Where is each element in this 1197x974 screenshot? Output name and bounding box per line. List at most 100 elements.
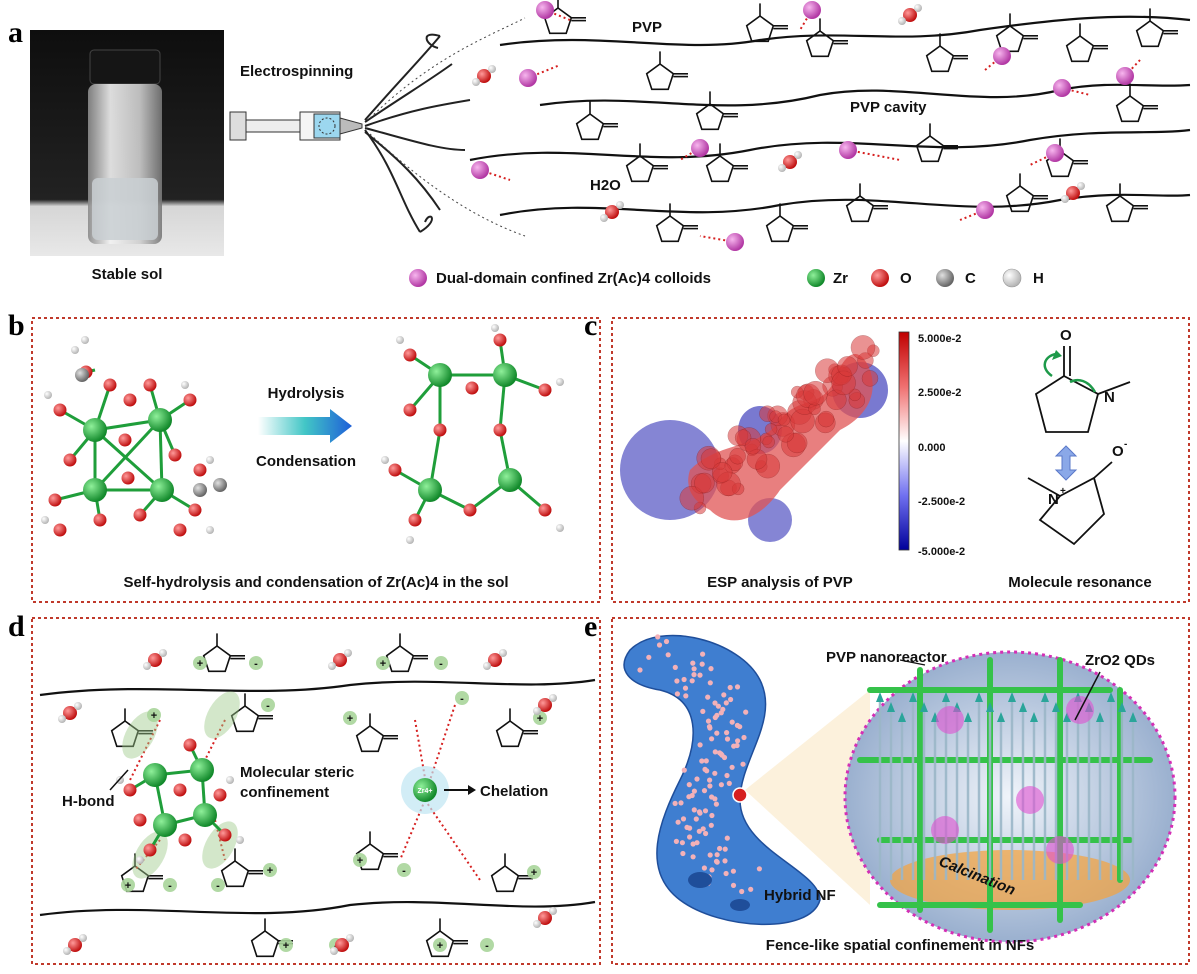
hydrogen-bond bbox=[1124, 59, 1141, 77]
panel-c-frame bbox=[611, 317, 1190, 603]
pyrrolidone-ring bbox=[385, 645, 415, 673]
hydrogen-atom bbox=[556, 524, 564, 532]
oxygen-atom bbox=[168, 448, 182, 462]
water-oxygen bbox=[783, 155, 797, 169]
vial-photo bbox=[30, 30, 224, 256]
nanoreactor-label: PVP nanoreactor bbox=[826, 649, 947, 666]
embedded-particle bbox=[674, 691, 681, 697]
panel-b: b Hydrolysis Condensation Self-hydrolysi… bbox=[8, 309, 601, 603]
embedded-particle bbox=[717, 750, 723, 756]
zr-colloid bbox=[1116, 67, 1134, 85]
water-hydrogen bbox=[778, 164, 786, 172]
embedded-particle bbox=[679, 840, 686, 846]
embedded-particle bbox=[713, 858, 720, 865]
embedded-particle bbox=[703, 830, 709, 837]
water-hydrogen bbox=[74, 702, 82, 710]
pyrrolidone-ring bbox=[1005, 185, 1035, 213]
hydrogen-atom bbox=[41, 516, 49, 524]
embedded-particle bbox=[722, 858, 728, 864]
steric-line-1: Molecular steric bbox=[240, 764, 354, 781]
pillar-cap bbox=[1041, 692, 1049, 702]
pillar-cap bbox=[942, 692, 950, 702]
zr-colloid bbox=[839, 141, 857, 159]
charge-sign: + bbox=[531, 867, 537, 879]
embedded-particle bbox=[702, 808, 709, 814]
zirconium-atom bbox=[493, 363, 517, 387]
pyrrolidone-ring bbox=[355, 725, 385, 753]
resonance-structures bbox=[1027, 346, 1131, 546]
hydrolyzed-zr-cluster bbox=[381, 324, 564, 544]
water-oxygen bbox=[333, 653, 347, 667]
oxygen-atom bbox=[123, 393, 137, 407]
embedded-particle bbox=[718, 710, 724, 716]
water-hydrogen bbox=[159, 649, 167, 657]
oxygen-atom bbox=[53, 523, 67, 537]
embedded-particle bbox=[748, 886, 754, 892]
embedded-particle bbox=[700, 651, 706, 657]
cluster-bond bbox=[93, 418, 162, 492]
hydrogen-atom bbox=[44, 391, 52, 399]
oxygen-atom bbox=[463, 503, 477, 517]
charge-sign: - bbox=[460, 693, 464, 705]
panel-c: c 5.000e-2 2.500e-2 0.000 -2.500e-2 -5.0… bbox=[584, 309, 1190, 603]
oxygen-atom bbox=[493, 423, 507, 437]
legend-colloid-text: Dual-domain confined Zr(Ac)4 colloids bbox=[436, 270, 711, 287]
embedded-particle bbox=[707, 852, 713, 858]
zr-cluster-d bbox=[116, 738, 244, 864]
water-oxygen bbox=[68, 938, 82, 952]
pyrrolidone-ring bbox=[655, 215, 685, 243]
embedded-particle bbox=[689, 678, 695, 684]
charge-badge bbox=[193, 656, 207, 670]
esp-bead bbox=[777, 426, 794, 443]
colorbar-tick-3: 0.000 bbox=[918, 442, 946, 454]
hydrogen-bond bbox=[129, 719, 161, 781]
water-hydrogen bbox=[499, 649, 507, 657]
electrospinning-label: Electrospinning bbox=[240, 63, 353, 80]
water-hydrogen bbox=[344, 649, 352, 657]
carbon-atom bbox=[213, 478, 227, 492]
esp-colorbar bbox=[898, 331, 910, 551]
oxygen-atom bbox=[408, 513, 422, 527]
zirconium-atom bbox=[143, 763, 167, 787]
oxygen-atom bbox=[188, 503, 202, 517]
oxygen-atom bbox=[433, 423, 447, 437]
qds-label: ZrO2 QDs bbox=[1085, 652, 1155, 669]
charge-sign: + bbox=[197, 658, 203, 670]
hydrogen-atom bbox=[226, 776, 234, 784]
hydrogen-atom bbox=[381, 456, 389, 464]
embedded-particle bbox=[724, 736, 731, 742]
stable-sol-caption: Stable sol bbox=[92, 266, 163, 283]
colorbar-tick-2: 2.500e-2 bbox=[918, 387, 961, 399]
resonance-double-arrow-icon bbox=[1054, 445, 1078, 481]
esp-bead bbox=[764, 423, 778, 436]
embedded-particle bbox=[714, 730, 720, 736]
zr-colloid bbox=[803, 1, 821, 19]
charge-sign: + bbox=[537, 713, 543, 725]
charge-sign: - bbox=[266, 700, 270, 712]
colorbar-ticks: 5.000e-2 2.500e-2 0.000 -2.500e-2 -5.000… bbox=[918, 333, 965, 558]
embedded-particle bbox=[712, 749, 718, 755]
embedded-particle bbox=[681, 676, 687, 683]
pvp-chains-d bbox=[39, 678, 596, 917]
panel-b-frame bbox=[31, 317, 601, 603]
zr-acetate-cluster bbox=[41, 336, 227, 537]
embedded-particle bbox=[712, 700, 718, 706]
panel-d-frame bbox=[31, 617, 601, 965]
water-hydrogen bbox=[1061, 195, 1069, 203]
colorbar-tick-5: -5.000e-2 bbox=[918, 546, 965, 558]
zro2-quantum-dot bbox=[931, 816, 959, 844]
water-oxygen bbox=[335, 938, 349, 952]
embedded-particle bbox=[656, 642, 663, 648]
zr-colloid bbox=[1046, 144, 1064, 162]
pyrrolidone-ring bbox=[915, 135, 945, 163]
embedded-particle bbox=[693, 816, 699, 822]
esp-bead bbox=[729, 447, 746, 465]
water-label: H2O bbox=[590, 177, 621, 194]
pyrrolidone-ring bbox=[250, 930, 280, 958]
zirconium-atom bbox=[193, 803, 217, 827]
embedded-particle bbox=[665, 652, 671, 658]
pillar-cap bbox=[1008, 692, 1016, 702]
embedded-particle bbox=[717, 845, 723, 852]
embedded-particle bbox=[697, 742, 703, 748]
